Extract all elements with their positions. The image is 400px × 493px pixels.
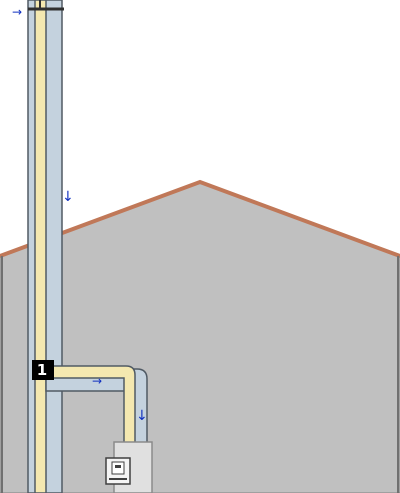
roof-line <box>0 179 400 258</box>
arrow-right-connector: → <box>92 374 102 388</box>
marker-label-text: 1 <box>36 360 48 379</box>
marker-label-1: 1 <box>32 360 54 380</box>
chimney-inner-pipe <box>34 0 47 493</box>
arrow-down-chimney: ↓ <box>62 189 74 205</box>
arrow-down-connector: ↓ <box>136 408 148 424</box>
boiler-icon <box>105 457 131 485</box>
arrow-right-top: → <box>12 5 22 19</box>
connector-inner-pipe <box>45 365 136 447</box>
